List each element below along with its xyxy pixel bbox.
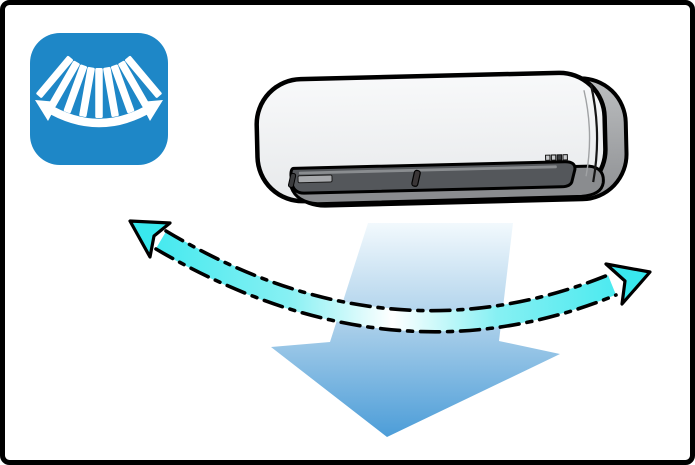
icon-arrowhead-right bbox=[140, 100, 163, 121]
icon-arrowhead-left bbox=[35, 100, 58, 121]
ac-louver bbox=[287, 160, 577, 195]
swing-band-outline-bottom bbox=[154, 247, 618, 334]
fan-line bbox=[125, 55, 162, 98]
louver-blade bbox=[289, 160, 577, 195]
louver-left-cap bbox=[297, 174, 333, 184]
fan-lines-icon bbox=[36, 55, 162, 118]
swing-arrowhead-right bbox=[604, 262, 652, 306]
led-indicator bbox=[545, 154, 551, 161]
swing-arrowhead-left bbox=[128, 219, 172, 259]
fan-line bbox=[110, 64, 135, 114]
fan-line bbox=[36, 55, 73, 98]
swing-band bbox=[155, 230, 616, 332]
swing-band-outline-top bbox=[164, 229, 610, 313]
fan-line bbox=[79, 66, 95, 117]
swing-curve-icon bbox=[35, 100, 163, 128]
louver-top-strip bbox=[298, 165, 557, 175]
ac-inner-rim-line bbox=[589, 83, 599, 183]
ac-unit bbox=[254, 70, 629, 208]
ac-display-leds bbox=[545, 154, 568, 161]
led-indicator bbox=[562, 154, 568, 161]
ac-inner-rim-highlight bbox=[583, 90, 591, 177]
fan-line bbox=[95, 68, 103, 118]
fan-line bbox=[118, 60, 149, 107]
swing-curve-path bbox=[43, 103, 155, 128]
led-indicator bbox=[556, 154, 563, 161]
fan-line bbox=[63, 64, 88, 114]
fan-line bbox=[103, 66, 119, 117]
louver-center-latch bbox=[411, 169, 421, 187]
fan-line bbox=[49, 60, 80, 107]
swing-mode-icon bbox=[30, 33, 168, 165]
led-indicator bbox=[550, 154, 557, 161]
swing-range-arrow bbox=[128, 219, 652, 334]
louver-left-hinge bbox=[287, 172, 297, 188]
